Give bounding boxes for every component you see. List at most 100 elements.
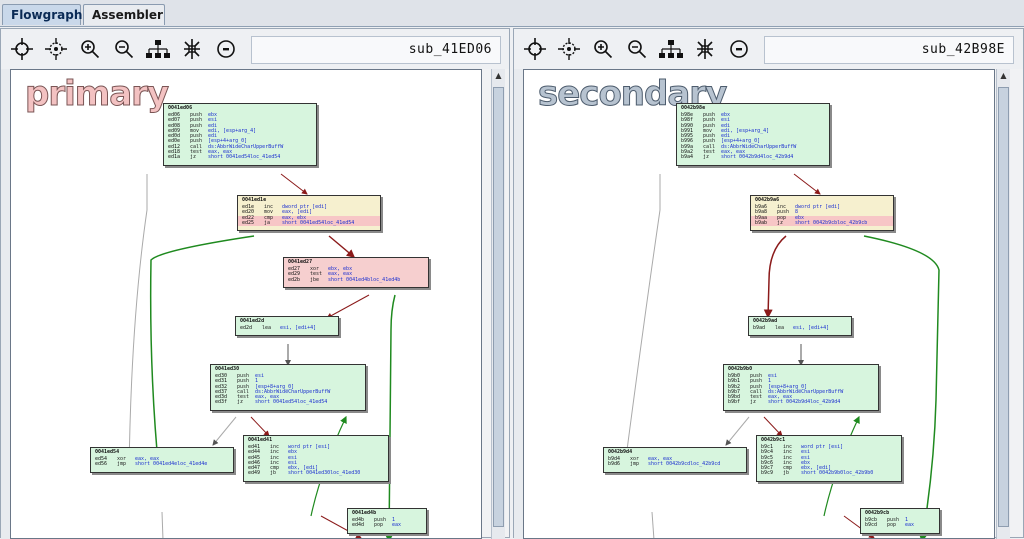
crosshair-icon[interactable] [7, 35, 37, 63]
instruction-mnemonic: inc [270, 459, 280, 466]
instruction-operands: eax, ebx [282, 214, 307, 221]
scroll-up-icon[interactable]: ▲ [495, 71, 502, 80]
instruction-operands: [esp+8+arg_0] [768, 383, 808, 390]
instruction-address: ed46 [248, 459, 261, 466]
collapse-icon[interactable] [177, 35, 207, 63]
instruction-operands: short 0041ed30loc_41ed30 [288, 470, 361, 477]
instruction-address: ed25 [242, 219, 255, 226]
instruction-operands: eax, eax [328, 271, 353, 278]
function-name-field[interactable]: sub_42B98E [764, 36, 1014, 64]
block-address: 0041ed4b [352, 510, 377, 516]
instruction-operands: ebx [801, 459, 811, 466]
instruction-operands: ds:AbbrWideCharUpperBuffW [208, 143, 284, 150]
instruction-mnemonic: jbe [310, 276, 320, 283]
function-name-field[interactable]: sub_41ED06 [251, 36, 501, 64]
instruction-operands: word ptr [esi] [288, 444, 331, 450]
instruction-address: ed37 [215, 388, 228, 395]
scroll-thumb[interactable] [493, 87, 504, 527]
scroll-up-icon[interactable]: ▲ [1000, 71, 1007, 80]
instruction-address: b9bd [728, 394, 741, 401]
circle-dot-icon[interactable] [724, 35, 754, 63]
tree-layout-icon[interactable] [656, 35, 686, 63]
instruction-operands: edi [721, 122, 731, 129]
zoom-in-icon[interactable] [588, 35, 618, 63]
tab-flowgraph[interactable]: Flowgraph [2, 4, 82, 25]
edge [250, 416, 270, 437]
instruction-mnemonic: test [750, 394, 763, 401]
circle-dot-icon[interactable] [211, 35, 241, 63]
instruction-operands: ds:AbbrWideCharUpperBuffW [721, 143, 797, 150]
vertical-scrollbar[interactable]: ▲ [996, 69, 1010, 539]
zoom-in-icon[interactable] [75, 35, 105, 63]
instruction-operands: esi [801, 449, 811, 456]
block-address: 0042b9a6 [755, 197, 780, 203]
instruction-operands: eax, eax [648, 456, 673, 462]
instruction-address: b9a4 [681, 154, 694, 161]
edge [280, 173, 308, 195]
instruction-address: ed09 [168, 127, 181, 134]
block-address: 0042b9cb [865, 510, 890, 516]
instruction-address: b9b0 [728, 373, 741, 379]
instruction-operands: edi [721, 133, 731, 140]
instruction-mnemonic: jb [270, 470, 277, 477]
instruction-mnemonic: push [703, 122, 716, 129]
instruction-mnemonic: push [190, 117, 203, 124]
instruction-operands: [esp+4+arg_0] [208, 138, 248, 145]
instruction-operands: eax, eax [135, 456, 160, 462]
scroll-thumb[interactable] [998, 87, 1009, 527]
zoom-out-icon[interactable] [109, 35, 139, 63]
instruction-mnemonic: push [703, 117, 716, 124]
select-area-icon[interactable] [41, 35, 71, 63]
block-address: 0041ed06 [168, 105, 193, 111]
zoom-out-icon[interactable] [622, 35, 652, 63]
tree-layout-icon[interactable] [143, 35, 173, 63]
instruction-mnemonic: jz [190, 154, 197, 161]
instruction-operands: eax, eax [208, 149, 233, 156]
collapse-icon[interactable] [690, 35, 720, 63]
tab-assembler[interactable]: Assembler [83, 4, 165, 25]
edge [863, 235, 940, 538]
instruction-mnemonic: inc [270, 444, 280, 450]
instruction-address: b99a [681, 143, 694, 150]
vertical-scrollbar[interactable]: ▲ [491, 69, 505, 539]
select-area-icon[interactable] [554, 35, 584, 63]
instruction-operands: esi [288, 454, 298, 461]
edge [763, 416, 783, 437]
instruction-operands: 1 [392, 517, 396, 523]
crosshair-icon[interactable] [520, 35, 550, 63]
instruction-address: b9c4 [761, 449, 774, 456]
